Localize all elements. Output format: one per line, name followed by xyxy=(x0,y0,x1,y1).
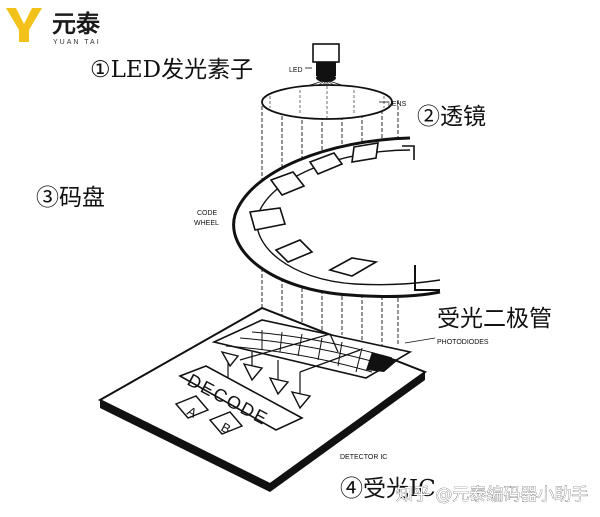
wheel-slot-edge xyxy=(414,265,440,291)
led-body xyxy=(316,62,336,76)
ic-side-right xyxy=(270,372,425,492)
logo-subtitle: YUAN TAI xyxy=(53,39,101,46)
photodiode-cell-dark xyxy=(366,352,398,372)
wheel-slot xyxy=(269,171,306,196)
leader-lines xyxy=(305,67,436,344)
label-wheel: ③码盘 xyxy=(36,185,105,211)
wheel-slot xyxy=(308,152,344,175)
small-label-led: LED xyxy=(289,67,303,74)
led-cap xyxy=(312,43,340,63)
logo-name: 元泰 xyxy=(52,10,101,38)
lens-inner-lines xyxy=(269,86,385,118)
code-wheel xyxy=(232,136,441,298)
pad-b xyxy=(208,411,244,435)
pad-a xyxy=(174,395,210,419)
led-lens xyxy=(316,74,336,82)
small-label-lens: LENS xyxy=(388,101,407,108)
label-lens: ②透镜 xyxy=(417,104,486,130)
wheel-slot xyxy=(351,142,379,163)
decode-plate xyxy=(178,365,304,431)
small-label-wheel: WHEEL xyxy=(194,220,219,227)
wheel-slot-edge xyxy=(402,145,415,160)
label-ic: ④受光IC xyxy=(340,476,436,502)
label-led: ①LED发光素子 xyxy=(90,57,253,83)
watermark: 知乎 @元泰编码器小助手 xyxy=(396,485,588,505)
small-label-photodiodes: PHOTODIODES xyxy=(437,339,489,346)
wheel-slot xyxy=(274,239,314,263)
small-label-detector-ic: DETECTOR IC xyxy=(340,454,387,461)
brand-logo: 元泰 YUAN TAI xyxy=(6,8,101,46)
circuit-amplifiers xyxy=(220,350,312,410)
detector-ic: DECODE A B xyxy=(97,306,428,492)
label-photodiode: 受光二极管 xyxy=(437,306,552,332)
ic-side xyxy=(100,400,270,492)
wheel-slot xyxy=(327,257,379,277)
logo-icon xyxy=(6,8,42,42)
wheel-slot xyxy=(248,207,287,231)
small-label-code: CODE xyxy=(197,210,218,217)
